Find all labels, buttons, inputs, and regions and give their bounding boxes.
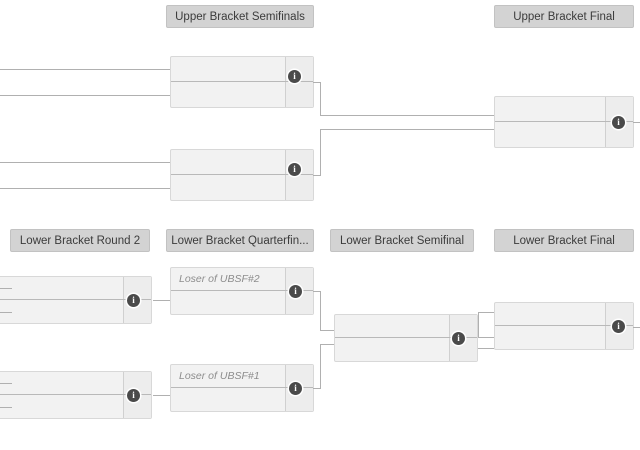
match-lbf-1[interactable] <box>494 302 634 350</box>
connector-line <box>0 188 170 189</box>
connector-line <box>320 129 321 176</box>
connector-line <box>0 312 12 313</box>
info-icon[interactable]: i <box>288 70 301 83</box>
team-score <box>285 82 313 107</box>
info-icon[interactable]: i <box>289 285 302 298</box>
match-slot-bottom[interactable] <box>171 82 313 107</box>
match-ubsf-1[interactable] <box>170 56 314 108</box>
info-icon[interactable]: i <box>612 320 625 333</box>
match-slot-bottom[interactable] <box>171 175 313 200</box>
match-slot-top[interactable] <box>335 315 477 338</box>
connector-line <box>0 383 12 384</box>
round-header-lower-bracket-round-2: Lower Bracket Round 2 <box>10 229 150 252</box>
info-icon[interactable]: i <box>288 163 301 176</box>
team-name: Loser of UBSF#1 <box>179 370 260 382</box>
round-header-upper-bracket-semifinals: Upper Bracket Semifinals <box>166 5 314 28</box>
info-icon[interactable]: i <box>127 389 140 402</box>
connector-line <box>320 344 334 345</box>
match-slot-bottom[interactable] <box>495 326 633 349</box>
team-score <box>285 175 313 200</box>
connector-line <box>153 395 170 396</box>
match-lbr2-1[interactable] <box>0 276 152 324</box>
connector-line <box>0 162 170 163</box>
connector-line <box>478 348 494 349</box>
team-score <box>605 303 633 325</box>
team-score <box>123 277 151 299</box>
connector-line <box>320 115 494 116</box>
connector-line <box>153 300 170 301</box>
connector-line <box>320 330 334 331</box>
match-ubsf-2[interactable] <box>170 149 314 201</box>
team-name: Loser of UBSF#2 <box>179 273 260 285</box>
match-slot-top[interactable] <box>0 372 151 395</box>
team-score <box>123 372 151 394</box>
info-icon[interactable]: i <box>127 294 140 307</box>
round-header-upper-bracket-final: Upper Bracket Final <box>494 5 634 28</box>
connector-line <box>478 312 479 337</box>
connector-line <box>633 327 640 328</box>
connector-line <box>313 291 321 292</box>
connector-line <box>320 82 321 115</box>
match-slot-top[interactable]: Loser of UBSF#2 <box>171 268 313 291</box>
round-header-lower-bracket-semifinal: Lower Bracket Semifinal <box>330 229 474 252</box>
match-slot-top[interactable] <box>495 303 633 326</box>
connector-line <box>320 344 321 389</box>
info-icon[interactable]: i <box>289 382 302 395</box>
info-icon[interactable]: i <box>452 332 465 345</box>
connector-line <box>0 69 170 70</box>
connector-line <box>320 129 494 130</box>
connector-line <box>0 407 12 408</box>
connector-line <box>633 122 640 123</box>
connector-line <box>0 95 170 96</box>
team-score <box>449 315 477 337</box>
connector-line <box>313 82 321 83</box>
team-score <box>605 326 633 349</box>
connector-line <box>0 288 12 289</box>
connector-line <box>313 388 321 389</box>
connector-line <box>478 337 494 338</box>
round-header-lower-bracket-final: Lower Bracket Final <box>494 229 634 252</box>
match-slot-top[interactable] <box>0 277 151 300</box>
connector-line <box>320 291 321 330</box>
team-score <box>285 268 313 290</box>
team-score <box>285 365 313 387</box>
match-slot-top[interactable]: Loser of UBSF#1 <box>171 365 313 388</box>
connector-line <box>478 312 494 313</box>
info-icon[interactable]: i <box>612 116 625 129</box>
round-header-lower-bracket-quarterfinals: Lower Bracket Quarterfin... <box>166 229 314 252</box>
connector-line <box>313 175 321 176</box>
